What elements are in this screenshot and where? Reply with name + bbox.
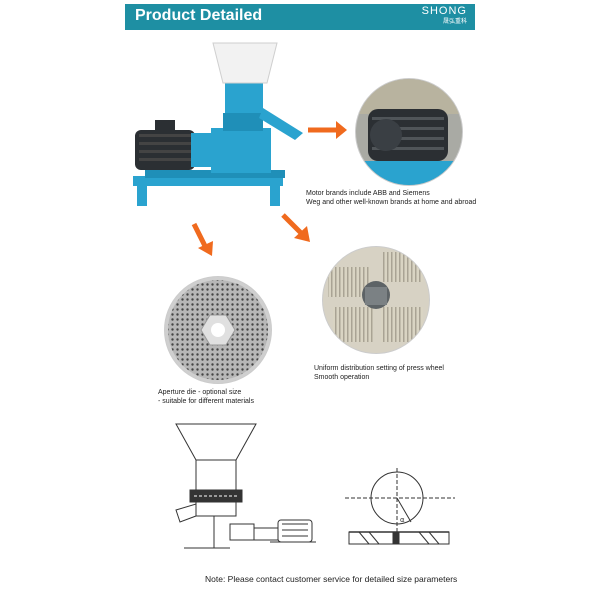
- brand-name: SHONG: [421, 5, 467, 17]
- machine-section-drawing: [175, 423, 316, 549]
- die-caption-line1: Aperture die - optional size: [158, 389, 242, 396]
- section-header: Product Detailed SHONG 晟弘重科: [125, 4, 475, 30]
- die-caption: Aperture die - optional size - suitable …: [158, 388, 254, 406]
- wheel-caption: Uniform distribution setting of press wh…: [314, 364, 444, 382]
- motor-closeup-image: [355, 78, 463, 186]
- motor-caption: Motor brands include ABB and Siemens Weg…: [306, 189, 476, 207]
- motor-caption-line1: Motor brands include ABB and Siemens: [306, 190, 430, 197]
- brand-subtitle: 晟弘重科: [442, 19, 467, 25]
- section-title: Product Detailed: [135, 7, 263, 24]
- footer-note: Note: Please contact customer service fo…: [205, 574, 458, 584]
- brand-logo: SHONG 晟弘重科: [421, 5, 467, 26]
- wheel-caption-line1: Uniform distribution setting of press wh…: [314, 365, 444, 372]
- arrow-down-right-icon: [281, 213, 310, 242]
- pellet-mill-machine-image: [133, 42, 303, 206]
- motor-caption-line2: Weg and other well-known brands at home …: [306, 199, 477, 206]
- wheel-caption-line2: Smooth operation: [314, 374, 370, 381]
- arrow-down-left-icon: [191, 222, 213, 256]
- roller-angle-drawing: α: [345, 468, 455, 545]
- arrow-right-icon: [308, 121, 347, 139]
- angle-label: α: [400, 516, 405, 524]
- aperture-die-image: [164, 276, 272, 384]
- press-wheel-image: [322, 246, 430, 354]
- die-caption-line2: - suitable for different materials: [158, 398, 254, 405]
